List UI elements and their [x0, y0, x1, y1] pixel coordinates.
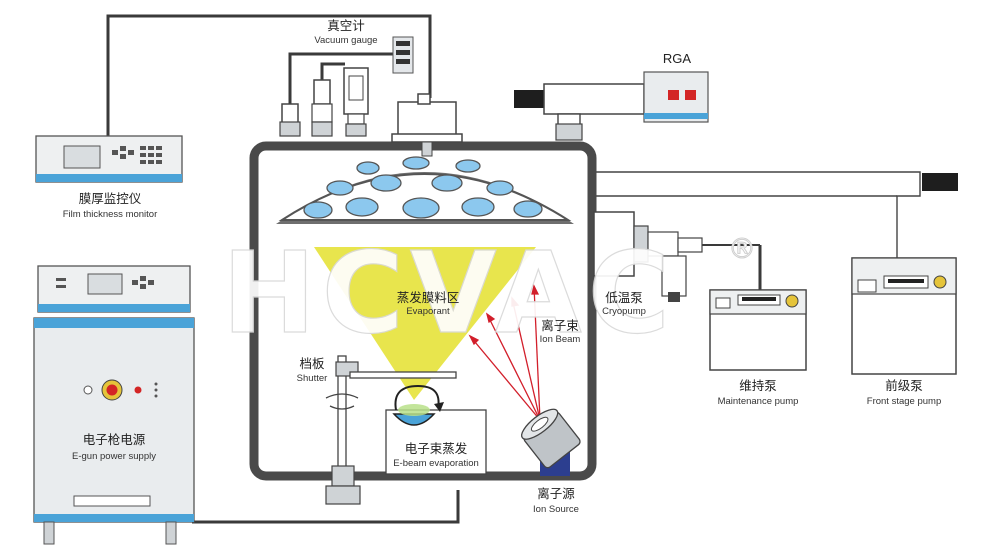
ion-source [521, 408, 581, 476]
cryopump-label-zh: 低温泵 [605, 290, 643, 305]
film-monitor-label-zh: 膜厚监控仪 [79, 191, 142, 206]
shutter [325, 355, 457, 505]
rga-unit [514, 71, 709, 141]
evaporant-cone [314, 247, 536, 400]
shutter-label-en: Shutter [297, 373, 328, 384]
front-pump-label-zh: 前级泵 [885, 378, 923, 393]
vacuum-gauge-label-zh: 真空计 [327, 18, 365, 33]
top-feedthrough [391, 93, 463, 157]
ion-beam-label-zh: 离子束 [541, 318, 579, 333]
gauge-feedthroughs [279, 36, 414, 137]
cryopump-label-en: Cryopump [602, 306, 646, 317]
ebeam-label-en: E-beam evaporation [393, 458, 479, 469]
ion-source-label-zh: 离子源 [537, 486, 575, 501]
rga-label: RGA [663, 51, 692, 66]
cryopump [593, 211, 703, 302]
evaporant-label-en: Evaporant [406, 306, 450, 317]
vacuum-gauge-label-en: Vacuum gauge [314, 35, 377, 46]
egun-power-supply [33, 265, 195, 545]
maintenance-pump [709, 289, 807, 371]
ion-beam-label-en: Ion Beam [540, 334, 581, 345]
roughing-line [594, 171, 958, 292]
monitor-cable [106, 14, 432, 138]
substrate-dome [276, 156, 574, 224]
evaporant-label-zh: 蒸发膜料区 [397, 290, 460, 305]
watermark-registered: ® [728, 232, 756, 265]
front-stage-pump [851, 257, 957, 375]
shutter-label-zh: 档板 [299, 356, 325, 371]
front-pump-label-en: Front stage pump [867, 396, 941, 407]
maintenance-pump-label-zh: 维持泵 [739, 378, 777, 393]
egun-cable [192, 490, 460, 524]
ion-source-label-en: Ion Source [533, 504, 579, 515]
maintenance-pump-label-en: Maintenance pump [718, 396, 799, 407]
gauge-pipe-a [288, 52, 400, 120]
ion-beams [468, 284, 541, 421]
ebeam-source [385, 384, 487, 475]
film-thickness-monitor [35, 135, 183, 183]
egun-power-label-zh: 电子枪电源 [83, 432, 146, 447]
ebeam-label-zh: 电子束蒸发 [405, 441, 468, 456]
film-monitor-label-en: Film thickness monitor [63, 209, 158, 220]
dome-holes [303, 156, 543, 219]
egun-power-label-en: E-gun power supply [72, 451, 156, 462]
watermark-text: HCVAC [222, 229, 676, 359]
